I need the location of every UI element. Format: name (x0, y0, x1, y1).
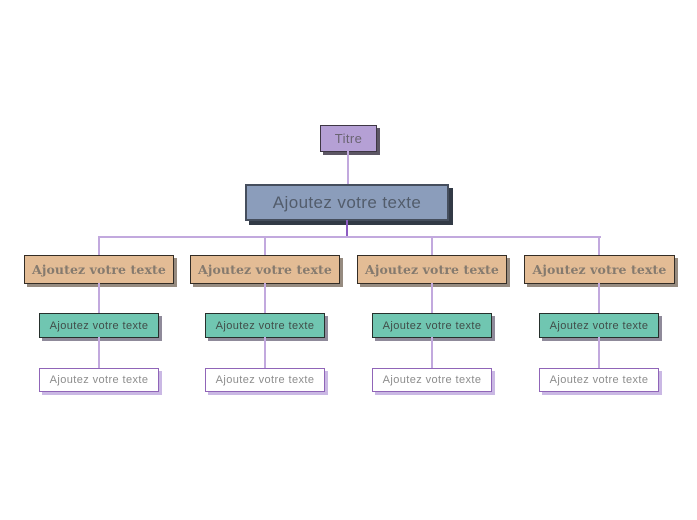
branch-3-level1-box[interactable]: Ajoutez votre texte (357, 255, 507, 284)
branch-2-level2-box[interactable]: Ajoutez votre texte (205, 313, 325, 338)
connector-branch-3-l2-l3 (431, 337, 433, 368)
connector-branch-2-l2-l3 (264, 337, 266, 368)
connector-drop-branch-2 (264, 237, 266, 255)
title-box[interactable]: Titre (320, 125, 377, 152)
branch-2-level1-box[interactable]: Ajoutez votre texte (190, 255, 340, 284)
branch-2-level3-box[interactable]: Ajoutez votre texte (205, 368, 325, 392)
connector-root-stub (346, 220, 348, 237)
branch-4-level3-box[interactable]: Ajoutez votre texte (539, 368, 659, 392)
connector-drop-branch-1 (98, 237, 100, 255)
branch-1-level1-box[interactable]: Ajoutez votre texte (24, 255, 174, 284)
branch-1-level2-box[interactable]: Ajoutez votre texte (39, 313, 159, 338)
branch-4-level2-box[interactable]: Ajoutez votre texte (539, 313, 659, 338)
root-box[interactable]: Ajoutez votre texte (245, 184, 449, 221)
connector-branch-4-l1-l2 (598, 283, 600, 313)
branch-3-level3-box[interactable]: Ajoutez votre texte (372, 368, 492, 392)
connector-title-to-root (347, 151, 349, 184)
connector-branch-2-l1-l2 (264, 283, 266, 313)
connector-branch-1-l2-l3 (98, 337, 100, 368)
connector-branch-4-l2-l3 (598, 337, 600, 368)
connector-drop-branch-3 (431, 237, 433, 255)
connector-branch-1-l1-l2 (98, 283, 100, 313)
connector-horizontal (98, 236, 601, 238)
connector-drop-branch-4 (598, 237, 600, 255)
branch-3-level2-box[interactable]: Ajoutez votre texte (372, 313, 492, 338)
connector-branch-3-l1-l2 (431, 283, 433, 313)
branch-1-level3-box[interactable]: Ajoutez votre texte (39, 368, 159, 392)
branch-4-level1-box[interactable]: Ajoutez votre texte (524, 255, 675, 284)
